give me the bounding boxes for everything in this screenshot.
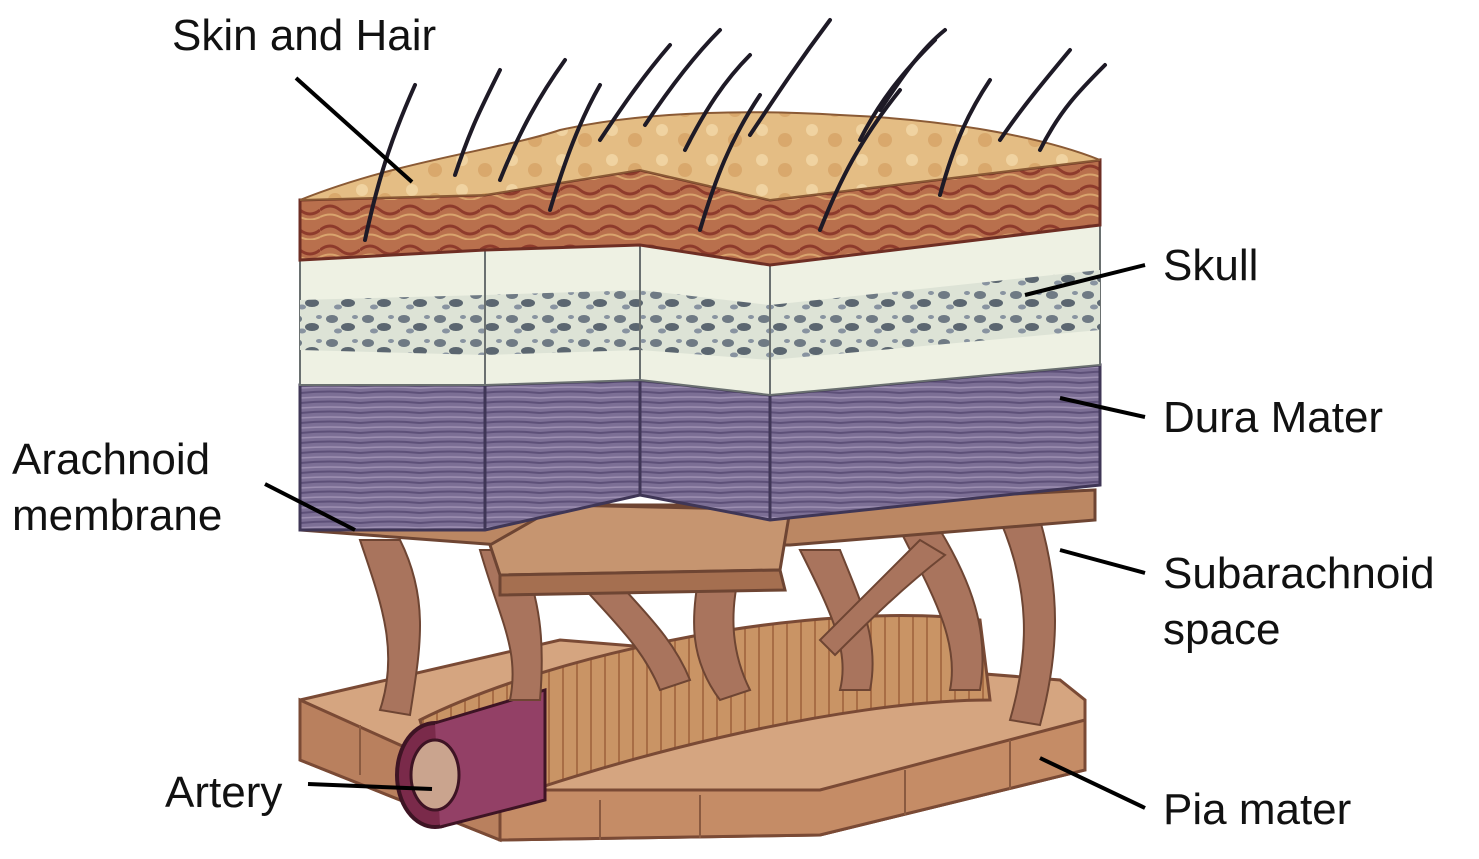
leader-line-subarachnoid-space — [1060, 550, 1145, 573]
label-artery: Artery — [165, 765, 282, 821]
label-arachnoid-line-1: Arachnoid — [12, 432, 222, 488]
label-subarachnoid-space: Subarachnoid space — [1163, 546, 1435, 658]
label-arachnoid-membrane: Arachnoid membrane — [12, 432, 222, 544]
label-pia-mater: Pia mater — [1163, 782, 1351, 838]
leader-line-pia-mater — [1040, 758, 1145, 808]
label-skull: Skull — [1163, 238, 1258, 294]
label-arachnoid-line-2: membrane — [12, 488, 222, 544]
label-subarachnoid-line-1: Subarachnoid — [1163, 546, 1435, 602]
label-subarachnoid-line-2: space — [1163, 602, 1435, 658]
label-dura-mater: Dura Mater — [1163, 390, 1383, 446]
label-skin-and-hair: Skin and Hair — [172, 8, 436, 64]
